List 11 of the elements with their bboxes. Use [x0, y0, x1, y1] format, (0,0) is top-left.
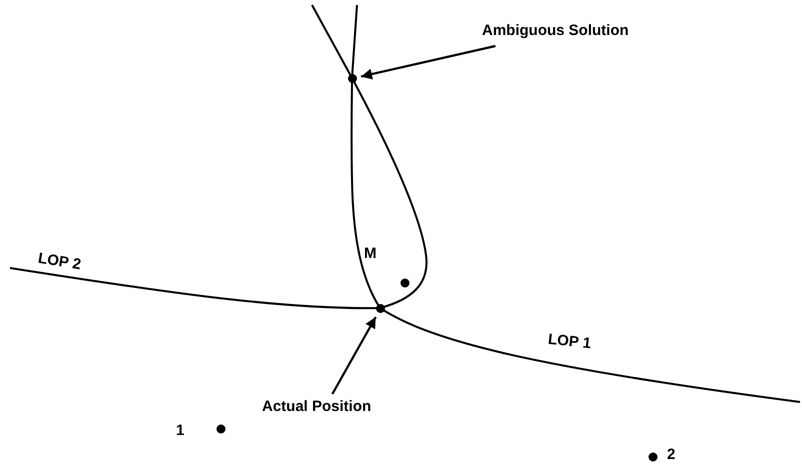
arrow — [360, 44, 496, 80]
position-dot — [376, 304, 385, 313]
line-label: LOP 1 — [547, 330, 592, 352]
station-label: 2 — [667, 446, 676, 463]
line-label: LOP 2 — [36, 250, 82, 274]
annotation-text: Ambiguous Solution — [482, 22, 629, 39]
station-label: 1 — [176, 422, 184, 439]
position-dot — [348, 74, 357, 83]
arrow — [331, 316, 377, 395]
annotation-text: Actual Position — [262, 398, 372, 415]
point-label: M — [364, 245, 376, 262]
